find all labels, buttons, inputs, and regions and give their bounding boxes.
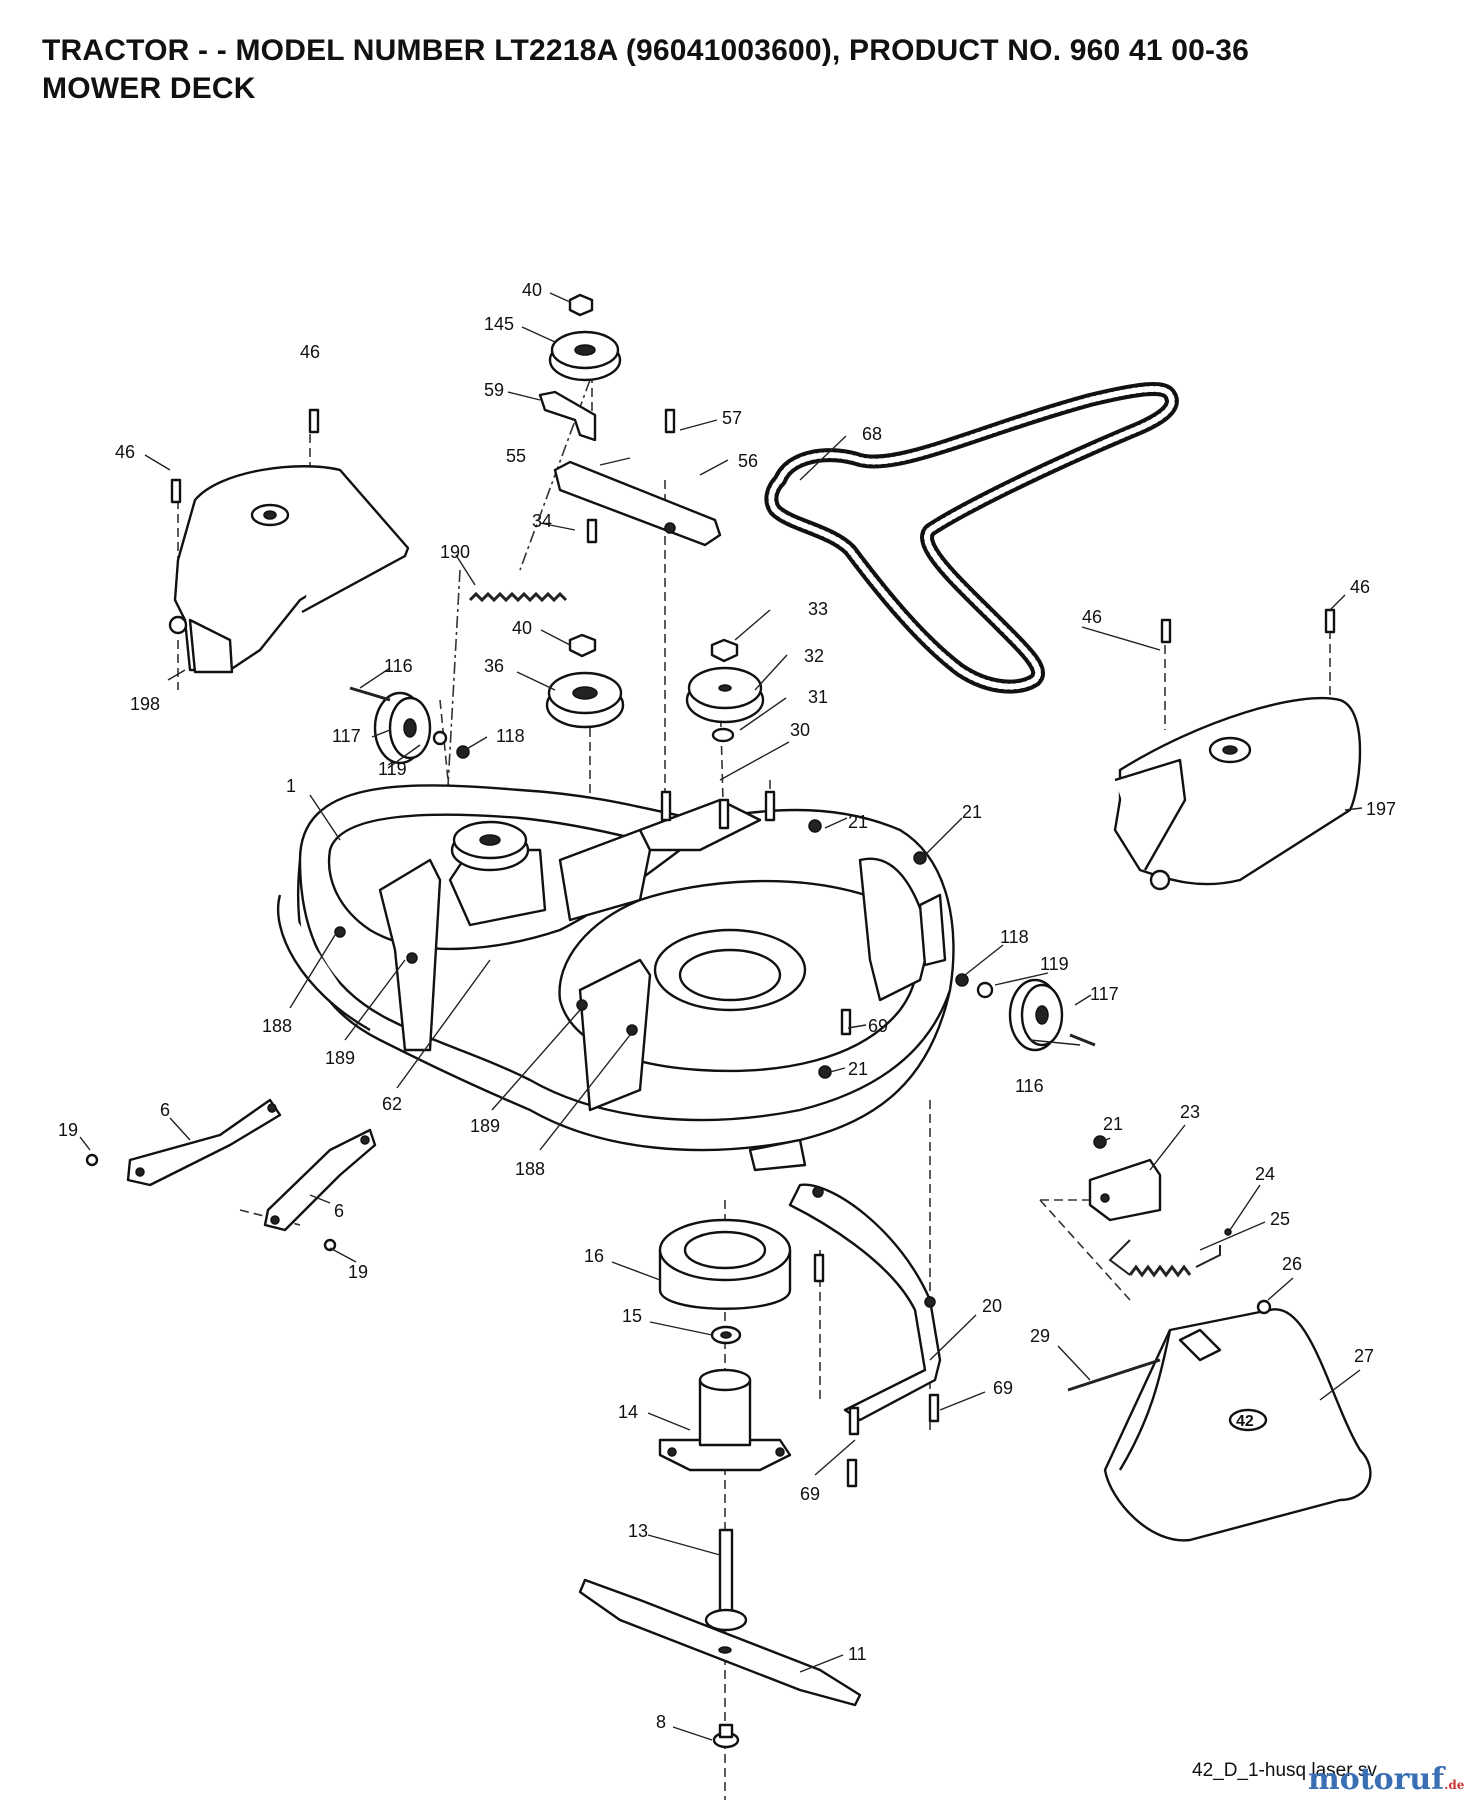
deck-lift-arm-upper: [126, 1098, 282, 1187]
callout-label: 55: [506, 446, 526, 466]
callout-label: 190: [440, 542, 470, 562]
callout-label: 31: [808, 687, 828, 707]
chute-rod: [1067, 1358, 1161, 1392]
callout-label: 14: [618, 1402, 638, 1422]
discharge-chute: 42: [1103, 1308, 1372, 1542]
gauge-wheel-right: [955, 973, 1096, 1052]
spindle-washer: [710, 1325, 742, 1345]
callout-label: 8: [656, 1712, 666, 1732]
drive-belt: [764, 381, 1179, 694]
callout-label: 16: [584, 1246, 604, 1266]
callout-label: 40: [522, 280, 542, 300]
callout-label: 59: [484, 380, 504, 400]
callout-label: 33: [808, 599, 828, 619]
callout-label: 116: [1015, 1076, 1044, 1096]
callout-label: 62: [382, 1094, 402, 1114]
callout-label: 57: [722, 408, 742, 428]
diagram-code: 42_D_1-husq laser sv: [1192, 1760, 1377, 1781]
callout-label: 69: [868, 1016, 888, 1036]
right-belt-cover: [1113, 696, 1362, 891]
callout-label: 32: [804, 646, 824, 666]
callout-label: 6: [334, 1201, 344, 1221]
callout-label: 13: [628, 1521, 648, 1541]
callout-label: 21: [962, 802, 982, 822]
callout-label: 46: [300, 342, 320, 362]
callout-label: 23: [1180, 1102, 1200, 1122]
callout-label: 189: [325, 1048, 355, 1068]
callout-label: 198: [130, 694, 160, 714]
deck-size-badge: 42: [1236, 1413, 1254, 1430]
callout-label: 188: [262, 1016, 292, 1036]
callout-label: 145: [484, 314, 514, 334]
left-belt-cover: [168, 465, 410, 674]
idler-pulley-36: [545, 633, 625, 729]
callout-label: 197: [1366, 799, 1396, 819]
gauge-wheel-left: [349, 686, 470, 765]
callout-label: 189: [470, 1116, 500, 1136]
idler-bracket: [538, 390, 722, 547]
callout-label: 21: [1103, 1114, 1123, 1134]
callout-label: 116: [384, 656, 413, 676]
spindle-shield: [658, 1218, 792, 1310]
callout-label: 30: [790, 720, 810, 740]
callout-label: 27: [1354, 1346, 1374, 1366]
callout-label: 118: [1000, 927, 1029, 947]
mower-deck: [276, 784, 955, 1172]
callout-label: 11: [848, 1644, 867, 1664]
callout-label: 69: [800, 1484, 820, 1504]
mower-blade: [578, 1578, 862, 1707]
callout-label: 34: [532, 511, 552, 531]
callout-label: 19: [58, 1120, 78, 1140]
callout-label: 68: [862, 424, 882, 444]
leader-lines: [79, 292, 1363, 1741]
callout-label: 6: [160, 1100, 170, 1120]
callout-label: 25: [1270, 1209, 1290, 1229]
tension-spring: [468, 591, 568, 603]
front-hanger-bracket: [788, 1183, 942, 1422]
callout-label: 69: [993, 1378, 1013, 1398]
callout-label: 118: [496, 726, 525, 746]
callout-label: 40: [512, 618, 532, 638]
idler-pulley-32: [685, 638, 765, 743]
callout-label: 46: [1350, 577, 1370, 597]
callout-label: 21: [848, 812, 868, 832]
callout-label: 26: [1282, 1254, 1302, 1274]
brand-tld: .de: [1444, 1778, 1465, 1792]
callout-label: 21: [848, 1059, 868, 1079]
callout-label: 188: [515, 1159, 545, 1179]
deck-bracket: [1088, 1158, 1162, 1222]
callout-label: 46: [115, 442, 135, 462]
callout-label: 19: [348, 1262, 368, 1282]
callout-label: 117: [332, 726, 361, 746]
callout-label: 29: [1030, 1326, 1050, 1346]
spindle-housing: [658, 1368, 792, 1472]
fasteners: [85, 408, 1336, 1488]
spindle-shaft: [704, 1528, 748, 1632]
callout-label: 20: [982, 1296, 1002, 1316]
callout-label: 119: [1040, 954, 1069, 974]
callout-label: 119: [378, 759, 407, 779]
callout-labels: 40 145 59 57 55 56 68 46 46 34 190 198 3…: [58, 280, 1396, 1732]
diagram-subtitle: MOWER DECK: [42, 72, 256, 105]
blade-bolt: [712, 1723, 740, 1749]
callout-label: 46: [1082, 607, 1102, 627]
callout-label: 117: [1090, 984, 1119, 1004]
callout-label: 24: [1255, 1164, 1275, 1184]
brand-name: motoruf: [1308, 1762, 1445, 1797]
deck-lift-arm-lower: [263, 1128, 377, 1232]
diagram-title: TRACTOR - - MODEL NUMBER LT2218A (960410…: [42, 34, 1249, 67]
extension-spring: [1108, 1239, 1221, 1278]
brand-logo[interactable]: motoruf.de: [1308, 1762, 1464, 1797]
callout-label: 1: [286, 776, 296, 796]
callout-label: 15: [622, 1306, 642, 1326]
callout-label: 36: [484, 656, 504, 676]
callout-label: 56: [738, 451, 758, 471]
idler-pulley-top: [548, 293, 622, 382]
